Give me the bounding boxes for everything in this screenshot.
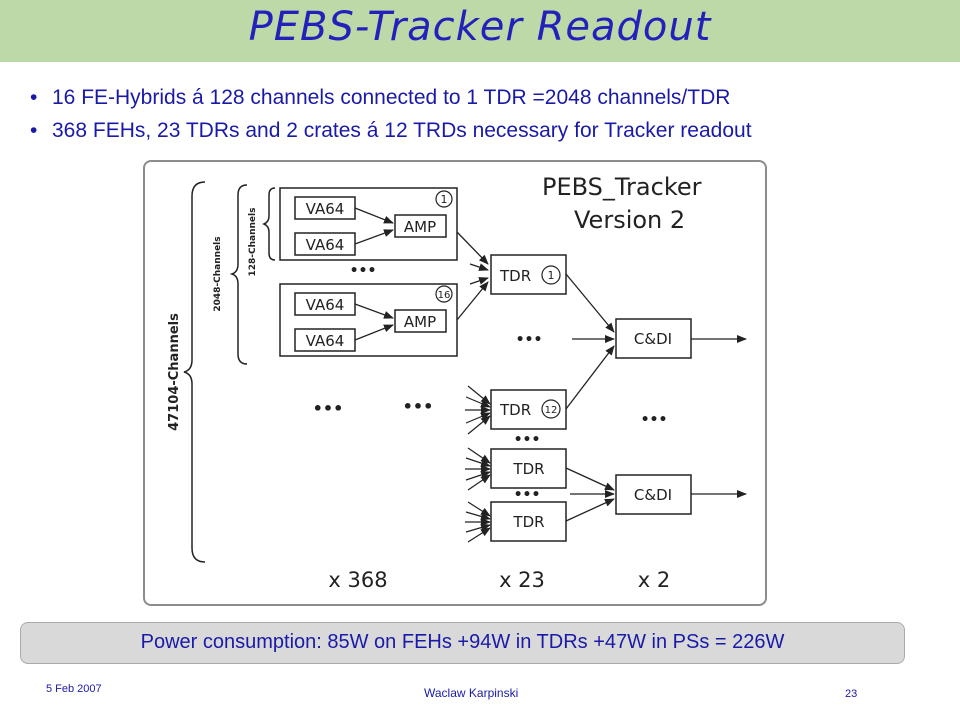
arrow <box>354 303 394 319</box>
tdr-label: TDR <box>512 513 544 531</box>
hybrid-number: 16 <box>438 290 451 301</box>
diagram-subheading: Version 2 <box>574 206 685 234</box>
readout-diagram: PEBS_Tracker Version 2 47104-Channels 20… <box>167 173 747 592</box>
cdi-box <box>615 474 692 515</box>
cdi-label: C&DI <box>634 486 672 504</box>
hybrid-channels-label: 128-Channels <box>248 208 258 277</box>
ellipsis: ••• <box>514 432 541 448</box>
input-arrows <box>465 385 491 543</box>
bullet-item: • 368 FEHs, 23 TDRs and 2 crates á 12 TRD… <box>30 119 752 143</box>
arrow <box>565 498 615 522</box>
va64-label: VA64 <box>306 332 345 350</box>
diagram-frame: PEBS_Tracker Version 2 47104-Channels 20… <box>143 160 767 606</box>
arrow <box>565 273 615 333</box>
bullet-text: 16 FE-Hybrids á 128 channels connected t… <box>52 86 731 109</box>
hybrid-box <box>279 187 458 261</box>
tdr-label: TDR <box>499 267 531 285</box>
tdr-label: TDR <box>512 460 544 478</box>
arrow <box>565 467 615 491</box>
title-bar <box>0 0 960 62</box>
tdr-number: 12 <box>545 405 558 416</box>
hybrid-number: 1 <box>441 193 448 206</box>
diagram-heading: PEBS_Tracker <box>542 173 702 201</box>
va64-label: VA64 <box>306 296 345 314</box>
tdr-number-badge <box>541 399 561 419</box>
arrow <box>565 345 615 410</box>
cdi-box <box>615 318 692 359</box>
tdr-number: 1 <box>548 269 555 282</box>
arrow <box>354 324 394 341</box>
tdr-channels-label: 2048-Channels <box>213 236 223 311</box>
amp-box <box>394 214 447 238</box>
arrow <box>354 229 394 245</box>
arrow <box>469 263 489 271</box>
bullet-item: • 16 FE-Hybrids á 128 channels connected … <box>30 86 730 110</box>
ellipsis: ••• <box>516 332 543 348</box>
multiplier-crates: x 2 <box>638 568 670 592</box>
footer-date: 5 Feb 2007 <box>46 683 102 695</box>
arrow <box>354 207 394 224</box>
tdr-bracket <box>229 184 248 365</box>
cdi-label: C&DI <box>634 330 672 348</box>
hybrid-number-badge <box>435 285 453 303</box>
va64-label: VA64 <box>306 236 345 254</box>
ellipsis: ••• <box>313 399 344 418</box>
power-consumption-box: Power consumption: 85W on FEHs +94W in T… <box>20 622 905 664</box>
power-consumption-text: Power consumption: 85W on FEHs +94W in T… <box>140 631 785 653</box>
bullet-text: 368 FEHs, 23 TDRs and 2 crates á 12 TRDs… <box>52 119 752 142</box>
tdr-box <box>490 501 567 542</box>
hybrid-number-badge <box>435 190 453 208</box>
tdr-label: TDR <box>499 401 531 419</box>
footer-author: Waclaw Karpinski <box>424 686 519 700</box>
arrow <box>456 281 489 321</box>
multiplier-tdrs: x 23 <box>499 568 545 592</box>
slide-title: PEBS-Tracker Readout <box>248 4 712 50</box>
total-bracket <box>183 181 206 563</box>
total-channels-label: 47104-Channels <box>167 313 182 431</box>
ellipsis: ••• <box>514 487 541 503</box>
ellipsis: ••• <box>403 397 434 416</box>
multiplier-hybrids: x 368 <box>328 568 387 592</box>
bullet-dot: • <box>30 86 38 109</box>
ellipsis: ••• <box>350 263 377 279</box>
tdr-box <box>490 448 567 489</box>
va64-label: VA64 <box>306 200 345 218</box>
tdr-number-badge <box>541 265 561 285</box>
bullet-dot: • <box>30 119 38 142</box>
ellipsis: ••• <box>641 412 668 428</box>
amp-label: AMP <box>404 218 436 236</box>
arrow <box>456 231 489 265</box>
arrow <box>469 277 489 285</box>
hybrid-bracket <box>261 187 276 261</box>
amp-box <box>394 309 447 333</box>
page-number: 23 <box>845 688 858 700</box>
amp-label: AMP <box>404 313 436 331</box>
